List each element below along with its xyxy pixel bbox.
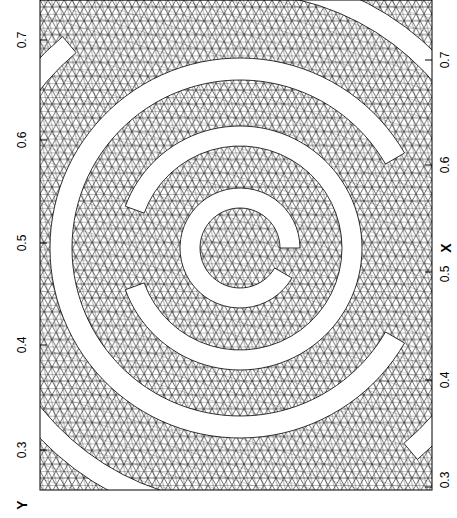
tick-mark: [425, 60, 432, 61]
tick-mark: [40, 243, 47, 244]
tick-mark: [40, 345, 47, 346]
tick-mark: [425, 165, 432, 166]
triangle-mesh: [40, 0, 432, 490]
plot-frame: [40, 0, 432, 490]
tick-mark: [425, 487, 432, 488]
tick-mark: [40, 450, 47, 451]
tick-label: 0.7: [16, 32, 28, 49]
plot-ground: [40, 0, 432, 490]
tick-mark: [425, 380, 432, 381]
tick-label: 0.4: [16, 337, 28, 354]
axis-ticks: [40, 40, 432, 487]
tick-mark: [40, 40, 47, 41]
axis-title: Y: [15, 500, 29, 509]
tick-label: 0.6: [16, 132, 28, 149]
axis-title: X: [439, 243, 453, 252]
tick-label: 0.5: [16, 235, 28, 252]
tick-label: 0.5: [439, 266, 451, 283]
triangle-mesh: [40, 0, 432, 490]
mesh-gaps: [40, 0, 432, 490]
mesh-gap: [50, 58, 405, 438]
mesh-gap: [125, 126, 362, 370]
tick-label: 0.6: [439, 157, 451, 174]
tick-mark: [40, 140, 47, 141]
tick-mark: [425, 272, 432, 273]
mesh-gap: [180, 188, 300, 308]
tick-label: 0.3: [439, 472, 451, 489]
mesh-gap: [192, 0, 432, 459]
tick-label: 0.3: [16, 442, 28, 459]
mesh-gap: [40, 37, 288, 490]
tick-label: 0.7: [439, 52, 451, 69]
tick-label: 0.4: [439, 372, 451, 389]
